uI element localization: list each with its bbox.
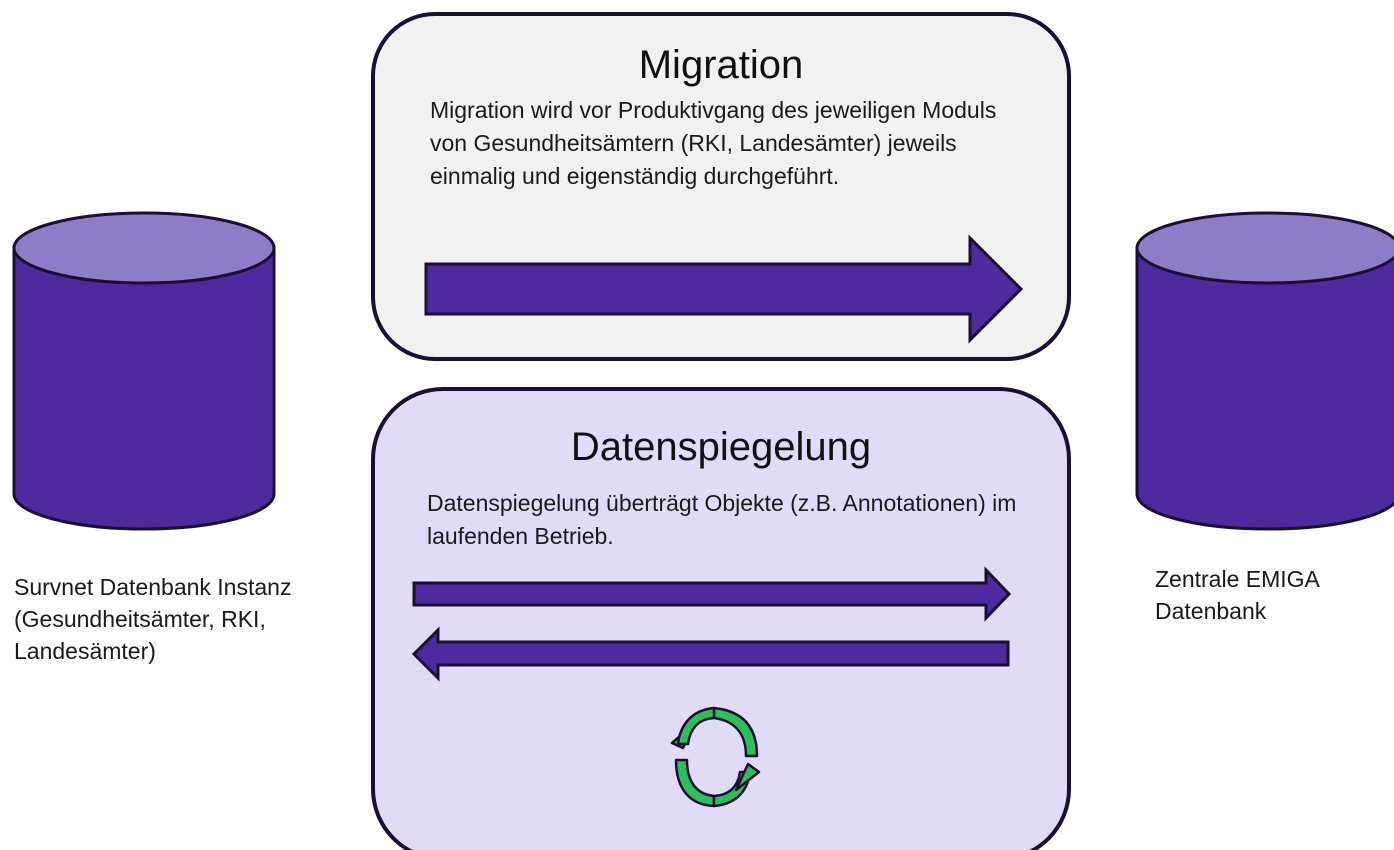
- mirroring-arrow-right-icon: [412, 566, 1012, 622]
- source-database-label: Survnet Datenbank Instanz (Gesundheitsäm…: [14, 574, 292, 664]
- mirroring-arrow-left-icon: [411, 626, 1010, 682]
- source-database-icon: [12, 211, 276, 531]
- sync-icon: [670, 706, 761, 808]
- mirroring-description: Datenspiegelung überträgt Objekte (z.B. …: [427, 490, 1017, 549]
- mirroring-title: Datenspiegelung: [570, 425, 872, 469]
- target-database-label: Zentrale EMIGA Datenbank: [1155, 566, 1319, 624]
- target-database-icon: [1135, 211, 1394, 531]
- migration-arrow-right-icon: [424, 234, 1024, 344]
- migration-description: Migration wird vor Produktivgang des jew…: [430, 97, 997, 189]
- mirroring-box: [371, 387, 1071, 850]
- migration-title: Migration: [638, 43, 804, 87]
